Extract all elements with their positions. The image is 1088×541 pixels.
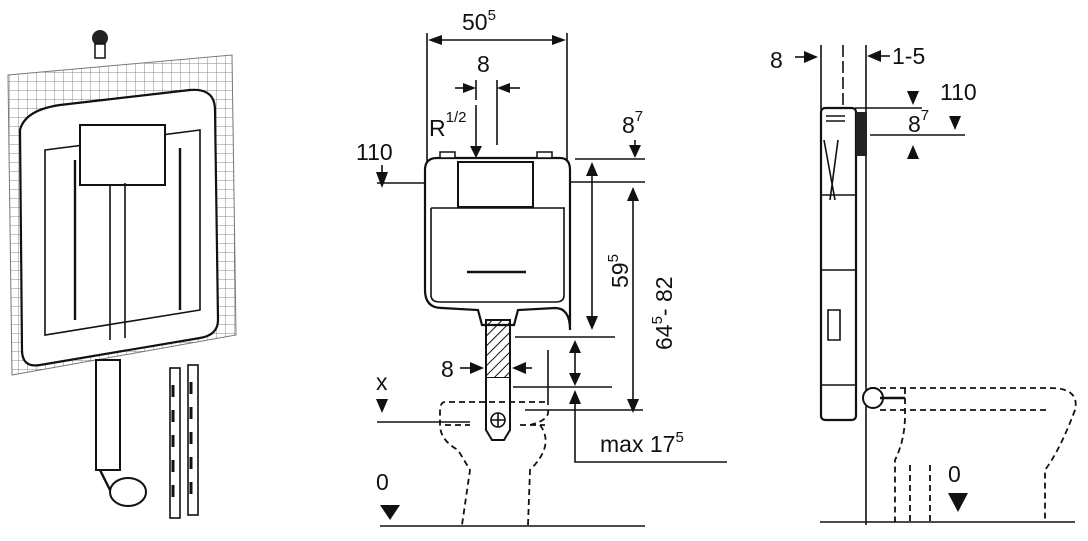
x-dimension-label: x — [376, 369, 388, 395]
actuator-opening — [79, 124, 166, 186]
mounting-brackets — [169, 364, 199, 519]
cistern-side-outline — [819, 106, 858, 422]
wall-thickness-dimension: 8 — [770, 47, 783, 73]
inlet-offset-dimension: 8 — [477, 51, 490, 77]
top-offset-side: 87 — [908, 107, 929, 137]
inlet-height-dimension: 110 — [356, 139, 393, 165]
top-offset-dimension: 87 — [622, 108, 643, 138]
inlet-height-side: 110 — [940, 79, 977, 105]
inlet-thread-label: R1/2 — [429, 109, 466, 141]
pipe-width-dimension: 8 — [441, 356, 454, 382]
valve-icon — [92, 30, 108, 59]
floor-level-label-side: 0 — [948, 461, 961, 487]
front-view: 505 8 R1/2 110 87 595 645- 82 — [356, 7, 727, 527]
floor-level-marker — [380, 505, 400, 520]
outlet-bend — [109, 477, 147, 507]
tank-height-dimension: 595 — [605, 254, 633, 288]
flush-pipe — [95, 359, 121, 471]
toilet-side-outline — [870, 387, 1077, 522]
installation-height-range: 645- 82 — [649, 276, 677, 350]
isometric-cistern-illustration — [7, 30, 237, 519]
flush-pipe-section — [485, 319, 511, 379]
side-view: 8 1-5 110 87 0 — [770, 43, 1077, 525]
max-dimension-label: max 175 — [600, 429, 684, 457]
floor-level-label: 0 — [376, 469, 389, 495]
actuator-frame — [457, 161, 534, 208]
cistern-body — [18, 88, 220, 367]
actuator-module — [856, 112, 867, 156]
width-dimension: 505 — [462, 7, 496, 35]
gap-dimension: 1-5 — [892, 43, 925, 69]
floor-level-marker-side — [948, 493, 968, 512]
